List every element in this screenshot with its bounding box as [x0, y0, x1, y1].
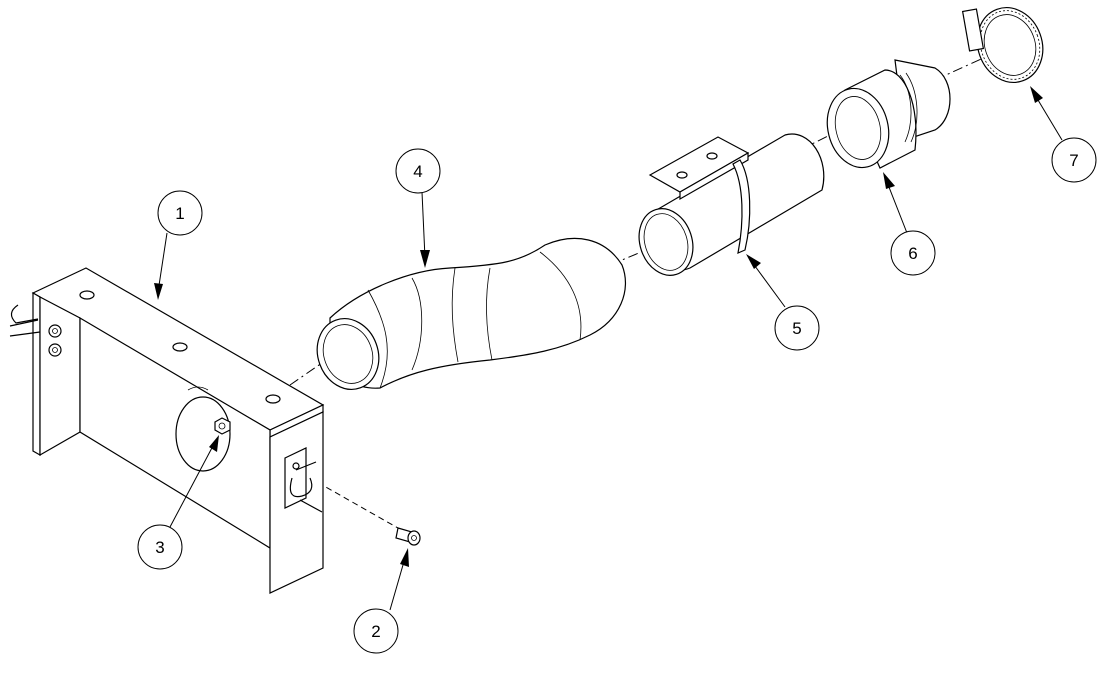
mounting-bracket: [9, 267, 325, 594]
balloon-2: 2: [353, 608, 399, 654]
balloon-4: 4: [395, 148, 441, 194]
reducer-coupling: [826, 59, 951, 169]
s-bend-hose: [316, 237, 626, 390]
nut: [214, 417, 231, 435]
balloon-7: 7: [1051, 137, 1097, 183]
balloon-1: 1: [157, 190, 203, 236]
balloon-label-4: 4: [413, 162, 422, 181]
balloon-label-7: 7: [1069, 151, 1078, 170]
balloon-5: 5: [774, 305, 820, 351]
balloon-label-3: 3: [155, 538, 164, 557]
balloon-label-5: 5: [792, 319, 801, 338]
balloon-6: 6: [890, 230, 936, 276]
balloon-3: 3: [137, 524, 183, 570]
screw: [395, 527, 421, 546]
bracket-tube: [638, 133, 825, 276]
balloon-label-2: 2: [371, 622, 380, 641]
hose-clamp: [961, 7, 1044, 83]
balloon-label-6: 6: [908, 244, 917, 263]
balloon-label-1: 1: [175, 204, 184, 223]
leaders: [154, 86, 1063, 611]
